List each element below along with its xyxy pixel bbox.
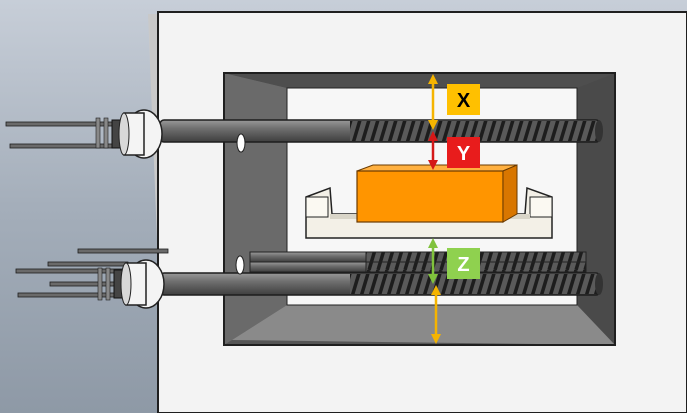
label-y: Y xyxy=(447,137,480,168)
sample-block xyxy=(356,164,518,223)
lower-screw-rod xyxy=(159,255,603,296)
lower-feedthrough xyxy=(15,248,169,309)
label-x-text: X xyxy=(457,90,471,112)
arrow-bottom xyxy=(431,285,441,344)
upper-screw-rod xyxy=(159,119,603,153)
arrow-y xyxy=(428,131,438,170)
arrow-x xyxy=(428,74,438,130)
label-x: X xyxy=(447,84,480,115)
lower-rear-rods xyxy=(249,251,587,273)
upper-feedthrough xyxy=(5,109,163,159)
cavity-top-wall xyxy=(224,73,615,88)
label-y-text: Y xyxy=(457,143,471,165)
label-z: Z xyxy=(447,248,480,279)
cavity-right-wall xyxy=(577,73,615,345)
cavity-left-wall xyxy=(224,73,287,345)
cavity-floor xyxy=(232,305,615,345)
label-z-text: Z xyxy=(457,254,469,276)
arrow-z xyxy=(428,238,438,284)
